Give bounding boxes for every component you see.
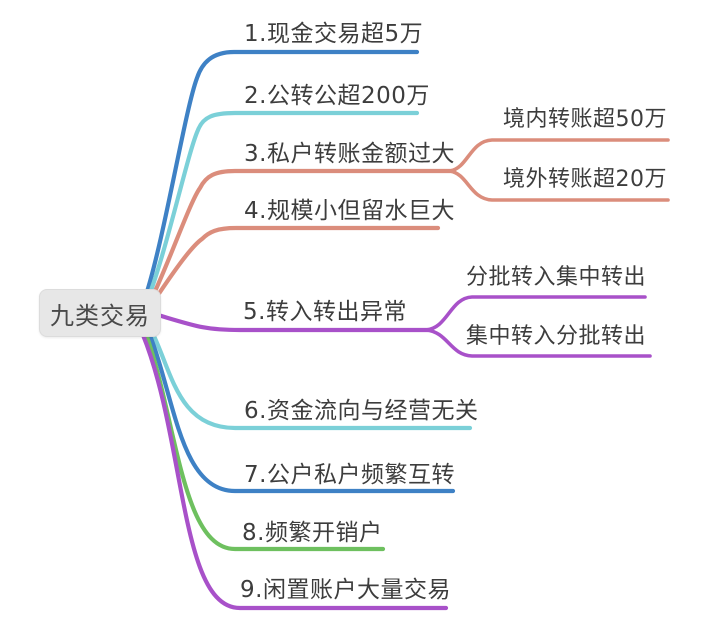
- branch-line-3-child-1: [448, 138, 670, 173]
- branch-label-9[interactable]: 9.闲置账户大量交易: [240, 577, 451, 603]
- branch-line-7: [146, 330, 456, 494]
- branch-line-1: [143, 49, 420, 298]
- branch-line-5-child-1: [424, 295, 647, 332]
- child-label-3-2[interactable]: 境外转账超20万: [503, 167, 667, 192]
- branch-label-4[interactable]: 4.规模小但留水巨大: [244, 198, 455, 224]
- branch-label-2[interactable]: 2.公转公超200万: [244, 83, 430, 109]
- branch-label-1[interactable]: 1.现金交易超5万: [244, 21, 424, 47]
- branch-line-2: [146, 110, 420, 299]
- branch-label-6[interactable]: 6.资金流向与经营无关: [244, 398, 479, 424]
- branch-label-8[interactable]: 8.频繁开销户: [242, 520, 383, 546]
- child-label-5-1[interactable]: 分批转入集中转出: [466, 265, 647, 290]
- branch-line-3: [149, 168, 455, 301]
- branch-line-9: [140, 332, 449, 611]
- root-node[interactable]: 九类交易: [39, 289, 161, 337]
- child-label-3-1[interactable]: 境内转账超50万: [503, 107, 667, 132]
- branch-line-3-child-2: [448, 169, 670, 202]
- branch-line-4: [151, 225, 441, 304]
- child-label-5-2[interactable]: 集中转入分批转出: [466, 324, 647, 349]
- branch-label-5[interactable]: 5.转入转出异常: [243, 299, 407, 325]
- branch-line-5: [155, 312, 431, 333]
- branch-line-5-child-2: [424, 328, 652, 358]
- branch-line-6: [149, 329, 473, 431]
- branch-label-7[interactable]: 7.公户私户频繁互转: [244, 462, 455, 488]
- branch-label-3[interactable]: 3.私户转账金额过大: [244, 141, 455, 167]
